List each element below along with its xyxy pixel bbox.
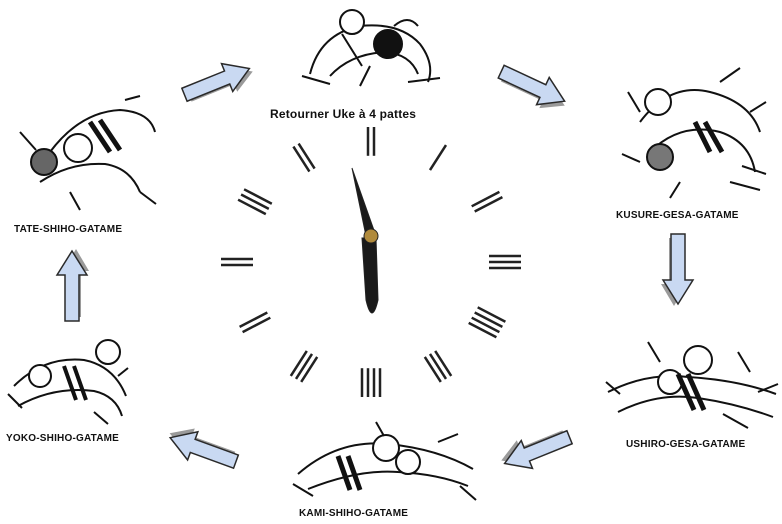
arrow-left-up xyxy=(55,249,89,322)
arrow-top-right xyxy=(497,64,566,109)
clock-hour-mark xyxy=(474,311,503,329)
clock-hour-mark xyxy=(242,316,271,334)
illustration-kusure-gesa-gatame xyxy=(621,67,767,199)
step-label-kusure-gesa-gatame: KUSURE-GESA-GATAME xyxy=(616,210,739,221)
clock-hour-mark xyxy=(428,144,448,171)
illustration-tate-shiho-gatame xyxy=(19,95,157,211)
clock-hour-mark xyxy=(243,188,273,205)
clock-hour-mark xyxy=(477,306,506,323)
illustration-yoko-shiho-gatame xyxy=(7,339,129,425)
clock-hour-mark xyxy=(474,195,503,213)
clock-hour-mark xyxy=(240,193,270,211)
clock-hour-mark xyxy=(239,311,268,329)
clock-hour-mark xyxy=(471,316,500,334)
clock-hour-mark xyxy=(471,190,500,208)
clock-hour-mark xyxy=(428,353,448,380)
clock-hour-mark xyxy=(297,142,316,170)
clock-hour-mark xyxy=(294,353,314,380)
step-label-turn-uke: Retourner Uke à 4 pattes xyxy=(270,107,417,121)
clock-hour-mark xyxy=(434,350,453,377)
illustration-ushiro-gesa-gatame xyxy=(605,341,779,429)
arrow-top-left xyxy=(180,62,253,103)
clock-hour-mark xyxy=(300,356,319,383)
clock-hour-mark xyxy=(292,145,311,173)
clock-minute-hand xyxy=(361,237,379,314)
arrow-bottom-right xyxy=(501,429,574,470)
clock-hour-mark xyxy=(289,350,308,377)
illustration-kami-shiho-gatame xyxy=(292,421,477,501)
arrow-right-down xyxy=(661,233,695,306)
step-label-tate-shiho-gatame: TATE-SHIHO-GATAME xyxy=(14,224,123,235)
step-label-kami-shiho-gatame: KAMI-SHIHO-GATAME xyxy=(299,508,409,519)
clock-center-hub xyxy=(363,228,379,244)
step-label-yoko-shiho-gatame: YOKO-SHIHO-GATAME xyxy=(6,433,120,444)
clock-hour-mark xyxy=(237,198,267,216)
step-label-ushiro-gesa-gatame: USHIRO-GESA-GATAME xyxy=(626,439,746,450)
illustration-turn-uke xyxy=(301,9,441,87)
clock-hour-mark xyxy=(468,321,497,339)
clock-hour-mark xyxy=(423,356,442,383)
arrow-bottom-left xyxy=(168,428,240,470)
